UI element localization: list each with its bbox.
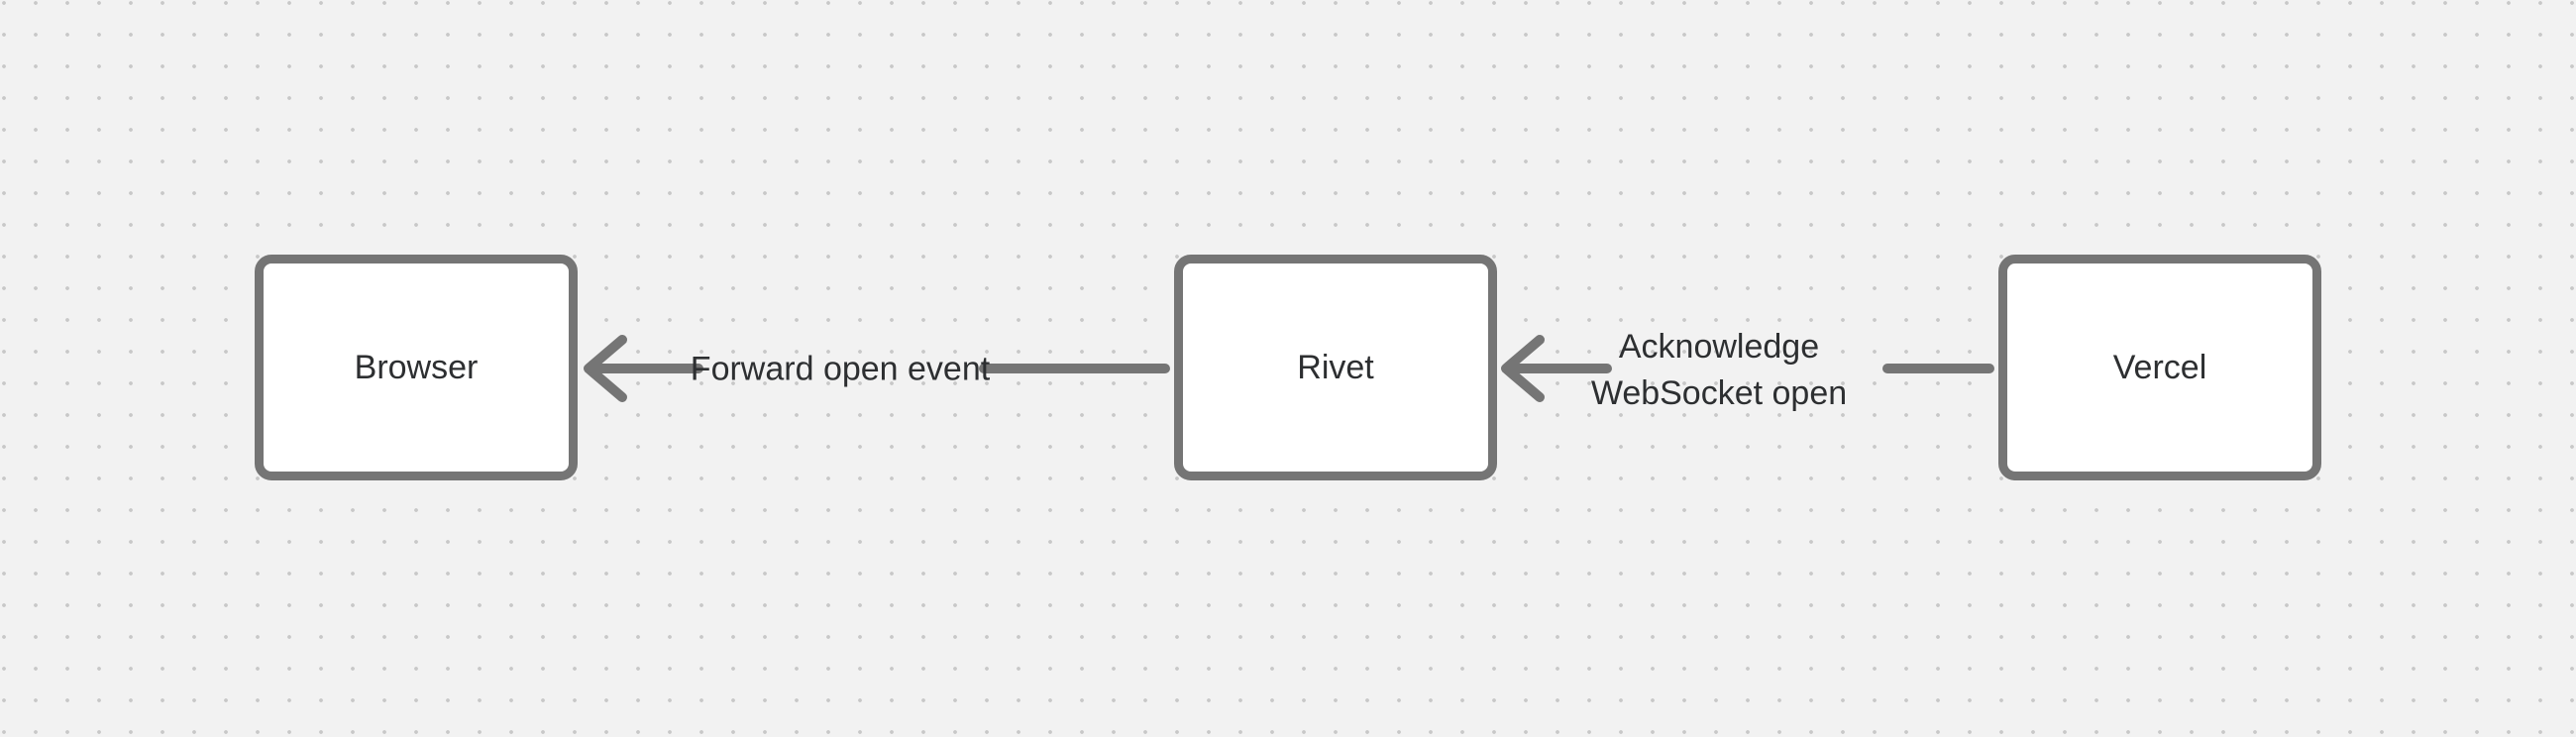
node-browser: Browser bbox=[255, 255, 578, 480]
edge-label-acknowledge-websocket-open: Acknowledge WebSocket open bbox=[1591, 324, 1847, 417]
edge-label-forward-open-event: Forward open event bbox=[691, 347, 990, 393]
node-vercel: Vercel bbox=[1998, 255, 2321, 480]
node-rivet: Rivet bbox=[1174, 255, 1497, 480]
node-browser-label: Browser bbox=[354, 348, 479, 386]
edge-label-line: Forward open event bbox=[690, 350, 991, 388]
edge-label-line: WebSocket open bbox=[1590, 374, 1848, 412]
node-vercel-label: Vercel bbox=[2112, 348, 2207, 386]
arrow-vercel-to-rivet bbox=[1501, 335, 1994, 402]
edge-label-line: Acknowledge bbox=[1618, 328, 1820, 366]
node-rivet-label: Rivet bbox=[1297, 348, 1374, 386]
arrow-rivet-to-browser bbox=[584, 335, 1170, 402]
